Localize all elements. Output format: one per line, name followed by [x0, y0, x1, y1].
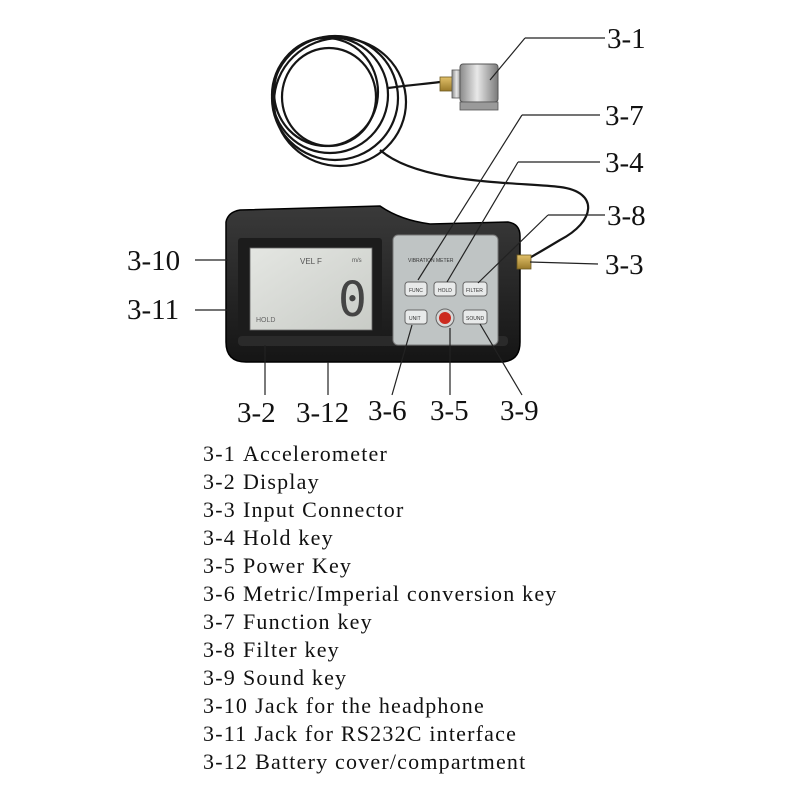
- lcd-corner-text: HOLD: [256, 317, 275, 324]
- key-panel: VIBRATION METER FUNC HOLD FILTER UNIT SO…: [392, 234, 499, 346]
- callout-3-2: 3-2: [237, 397, 276, 429]
- callout-3-11: 3-11: [127, 294, 179, 326]
- function-key[interactable]: [404, 281, 428, 297]
- panel-title: VIBRATION METER: [408, 258, 454, 264]
- power-key-center: [439, 312, 451, 324]
- display: VEL F m/s 0 HOLD: [238, 238, 382, 336]
- callout-3-7: 3-7: [605, 100, 644, 132]
- sound-key-label: SOUND: [466, 316, 484, 322]
- callout-3-4: 3-4: [605, 147, 644, 179]
- leader-lines: [195, 37, 605, 396]
- hold-key[interactable]: [433, 281, 457, 297]
- callout-3-8: 3-8: [607, 200, 646, 232]
- callout-3-5: 3-5: [430, 395, 469, 427]
- callout-labels: 3-1 3-7 3-4 3-8 3-3 3-10 3-11 3-2 3-12 3…: [127, 23, 646, 429]
- callout-3-9: 3-9: [500, 395, 539, 427]
- sound-key[interactable]: [462, 309, 488, 325]
- sensor-cable: [270, 34, 590, 263]
- input-connector: [516, 254, 532, 270]
- callout-3-3: 3-3: [605, 249, 644, 281]
- callout-3-10: 3-10: [127, 245, 180, 277]
- filter-key[interactable]: [462, 281, 488, 297]
- function-key-label: FUNC: [409, 288, 423, 294]
- filter-key-label: FILTER: [466, 288, 483, 294]
- lcd-unit: m/s: [352, 258, 362, 264]
- callout-3-6: 3-6: [368, 395, 407, 427]
- callout-3-12: 3-12: [296, 397, 349, 429]
- vibration-meter-diagram: VEL F m/s 0 HOLD VIBRATION METER FUNC HO…: [127, 23, 646, 429]
- lcd-reading: 0: [338, 272, 367, 328]
- hold-key-label: HOLD: [438, 288, 452, 294]
- accelerometer: [439, 63, 499, 111]
- callout-3-1: 3-1: [607, 23, 646, 55]
- unit-key[interactable]: [404, 309, 428, 325]
- lcd-top-text: VEL F: [300, 257, 322, 266]
- unit-key-label: UNIT: [409, 316, 421, 322]
